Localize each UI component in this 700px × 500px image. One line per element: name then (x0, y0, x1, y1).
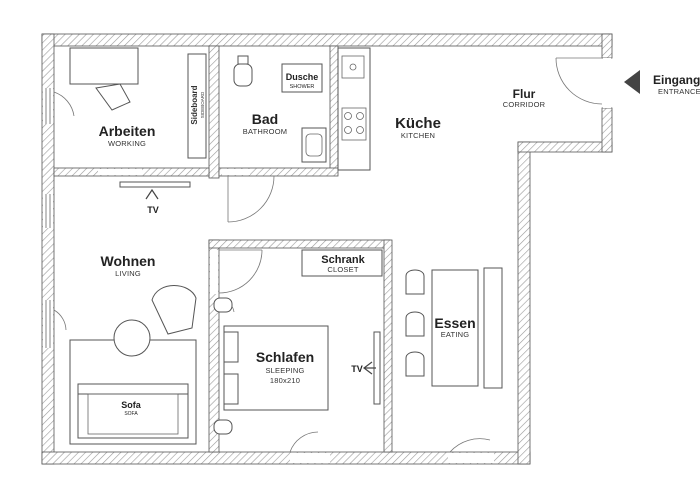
dining-chairs (405, 269, 425, 377)
sofa (77, 383, 189, 439)
tv-label-sleeping: TV (351, 364, 363, 374)
sofa-sub: SOFA (124, 411, 138, 417)
dusche-label: Dusche (286, 72, 319, 82)
kitchen-counter (337, 47, 371, 171)
room-name-schlafen: Schlafen (256, 349, 314, 365)
room-sub-flur: CORRIDOR (503, 100, 546, 109)
room-name-essen: Essen (434, 315, 475, 331)
dining-table (431, 267, 503, 389)
room-name-arbeiten: Arbeiten (99, 123, 156, 139)
room-name-wohnen: Wohnen (101, 253, 156, 269)
bed (213, 297, 329, 435)
closet (301, 249, 383, 277)
sink (301, 127, 327, 163)
round-table (113, 319, 151, 357)
room-name-flur: Flur (513, 87, 536, 101)
entrance-label: Eingang (653, 73, 700, 87)
desk (69, 47, 139, 111)
walls (41, 33, 613, 465)
sofa-label: Sofa (121, 400, 141, 410)
sideboard-label: Sideboard (190, 85, 199, 124)
tv-direction-icon (363, 361, 376, 375)
tv-stand-working (119, 181, 191, 188)
room-sub-essen: EATING (441, 330, 470, 339)
tv-label-working: TV (147, 205, 159, 215)
sideboard-sub: SIDEBOARD (200, 91, 205, 118)
room-sub-arbeiten: WORKING (108, 139, 146, 148)
armchair (151, 285, 197, 335)
schrank-label: Schrank (321, 254, 365, 266)
schrank-sub: CLOSET (327, 265, 358, 274)
bed-size: 180x210 (270, 376, 300, 385)
entrance-arrow-icon (624, 70, 640, 94)
room-sub-kueche: KITCHEN (401, 131, 435, 140)
room-sub-wohnen: LIVING (115, 269, 141, 278)
tv-direction-icon (145, 188, 159, 200)
shower (281, 63, 323, 93)
room-name-kueche: Küche (395, 115, 441, 132)
room-name-bad: Bad (252, 111, 278, 127)
entrance-sub: ENTRANCE (658, 87, 700, 96)
room-sub-bad: BATHROOM (243, 127, 287, 136)
toilet (233, 55, 253, 87)
dusche-sub: SHOWER (290, 84, 315, 90)
sideboard (187, 53, 207, 159)
room-sub-schlafen: SLEEPING (265, 366, 304, 375)
